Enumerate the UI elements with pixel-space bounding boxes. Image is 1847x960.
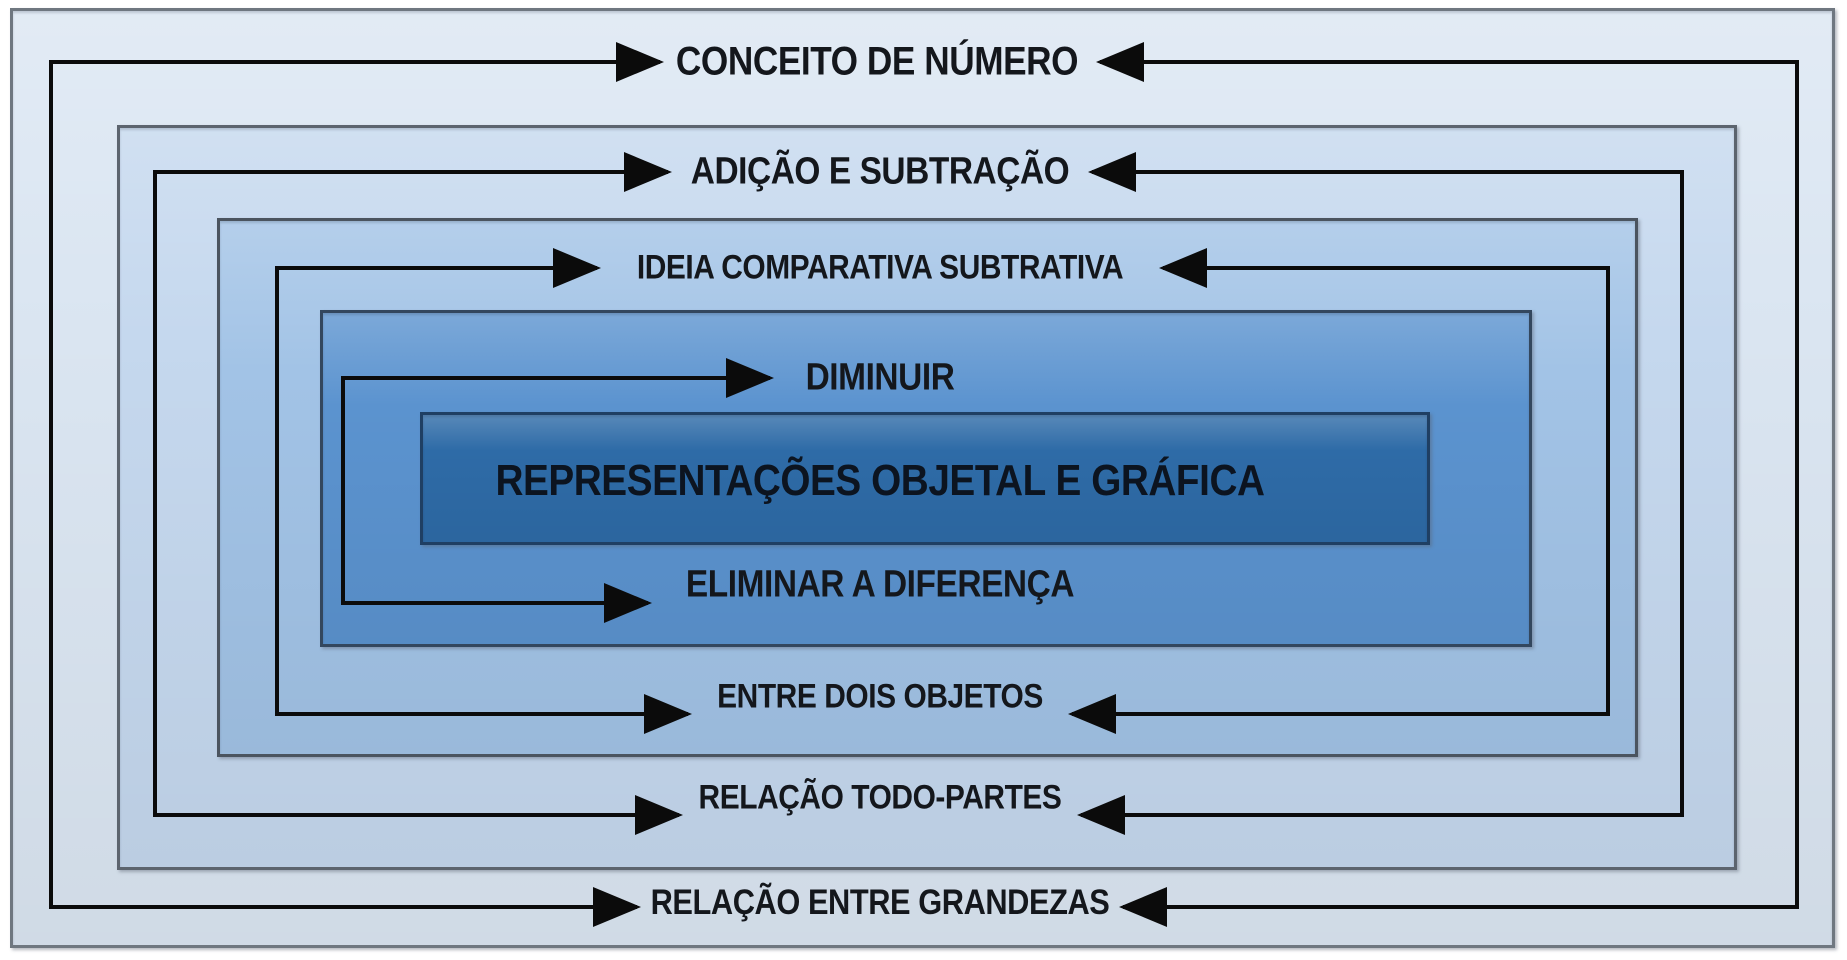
label-entre-dois-objetos: ENTRE DOIS OBJETOS <box>717 677 1043 716</box>
label-adicao-e-subtracao: ADIÇÃO E SUBTRAÇÃO <box>690 150 1070 193</box>
label-ideia-comparativa-subtrativa: IDEIA COMPARATIVA SUBTRATIVA <box>636 248 1124 287</box>
label-conceito-de-numero: CONCEITO DE NÚMERO <box>675 39 1079 84</box>
label-diminuir: DIMINUIR <box>805 356 955 399</box>
label-eliminar-a-diferenca: ELIMINAR A DIFERENÇA <box>685 563 1075 606</box>
label-relacao-entre-grandezas: RELAÇÃO ENTRE GRANDEZAS <box>650 883 1110 922</box>
label-relacao-todo-partes: RELAÇÃO TODO-PARTES <box>698 778 1062 817</box>
label-representacoes-objetal-e-grafica: REPRESENTAÇÕES OBJETAL E GRÁFICA <box>495 456 1265 505</box>
